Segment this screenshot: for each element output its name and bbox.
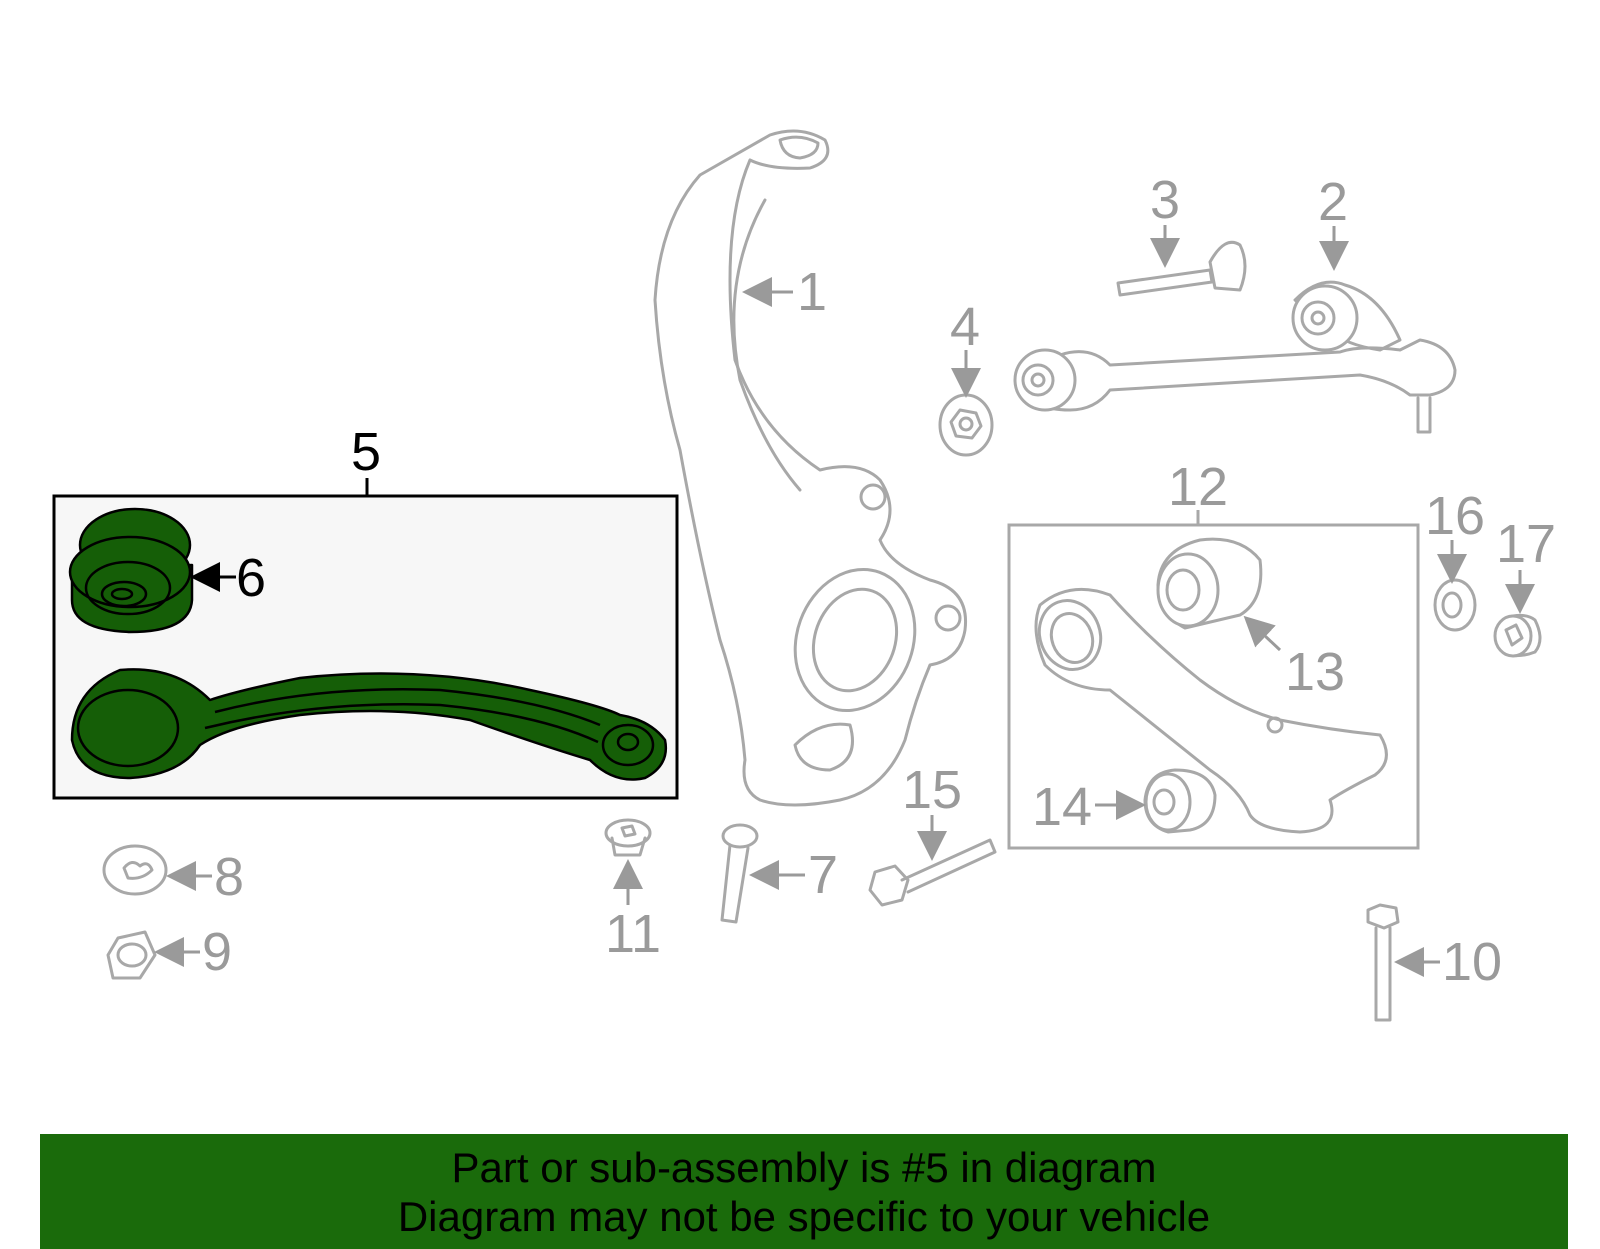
callout-11: 11 bbox=[605, 904, 661, 964]
callout-15: 15 bbox=[902, 760, 962, 820]
callout-14: 14 bbox=[1032, 777, 1092, 837]
banner-line-2: Diagram may not be specific to your vehi… bbox=[397, 1192, 1211, 1240]
callout-7: 7 bbox=[808, 845, 838, 905]
callout-1: 1 bbox=[797, 262, 827, 322]
part-3-bolt[interactable] bbox=[1116, 240, 1247, 297]
callout-6: 6 bbox=[236, 548, 266, 608]
part-7-bolt[interactable] bbox=[720, 823, 759, 924]
callout-2: 2 bbox=[1318, 172, 1348, 232]
part-10-bolt[interactable] bbox=[1366, 903, 1400, 1022]
part-16-washer[interactable] bbox=[1433, 578, 1477, 632]
part-5-lower-control-arm-assembly[interactable] bbox=[52, 478, 679, 800]
callout-5: 5 bbox=[351, 422, 381, 482]
part-13-bushing[interactable] bbox=[1156, 537, 1263, 630]
callout-16: 16 bbox=[1425, 486, 1485, 546]
part-11-nut-insert[interactable] bbox=[604, 818, 652, 857]
part-4-nut[interactable] bbox=[938, 393, 994, 457]
callout-4: 4 bbox=[950, 297, 980, 357]
callout-8: 8 bbox=[214, 847, 244, 907]
part-1-steering-knuckle[interactable] bbox=[653, 129, 968, 807]
part-8-washer[interactable] bbox=[102, 844, 168, 896]
callout-10: 10 bbox=[1442, 932, 1502, 992]
callout-12: 12 bbox=[1168, 457, 1228, 517]
part-17-insert[interactable] bbox=[1493, 613, 1542, 658]
part-6-bushing[interactable] bbox=[68, 507, 194, 634]
info-banner: Part or sub-assembly is #5 in diagram Di… bbox=[40, 1134, 1568, 1249]
callout-3: 3 bbox=[1150, 170, 1180, 230]
part-14-bushing[interactable] bbox=[1143, 768, 1217, 834]
callout-17: 17 bbox=[1496, 514, 1556, 574]
callout-9: 9 bbox=[202, 922, 232, 982]
part-9-nut[interactable] bbox=[106, 930, 157, 980]
banner-line-1: Part or sub-assembly is #5 in diagram bbox=[451, 1143, 1157, 1191]
part-2-upper-control-arm[interactable] bbox=[1013, 280, 1457, 434]
callout-13: 13 bbox=[1285, 642, 1345, 702]
